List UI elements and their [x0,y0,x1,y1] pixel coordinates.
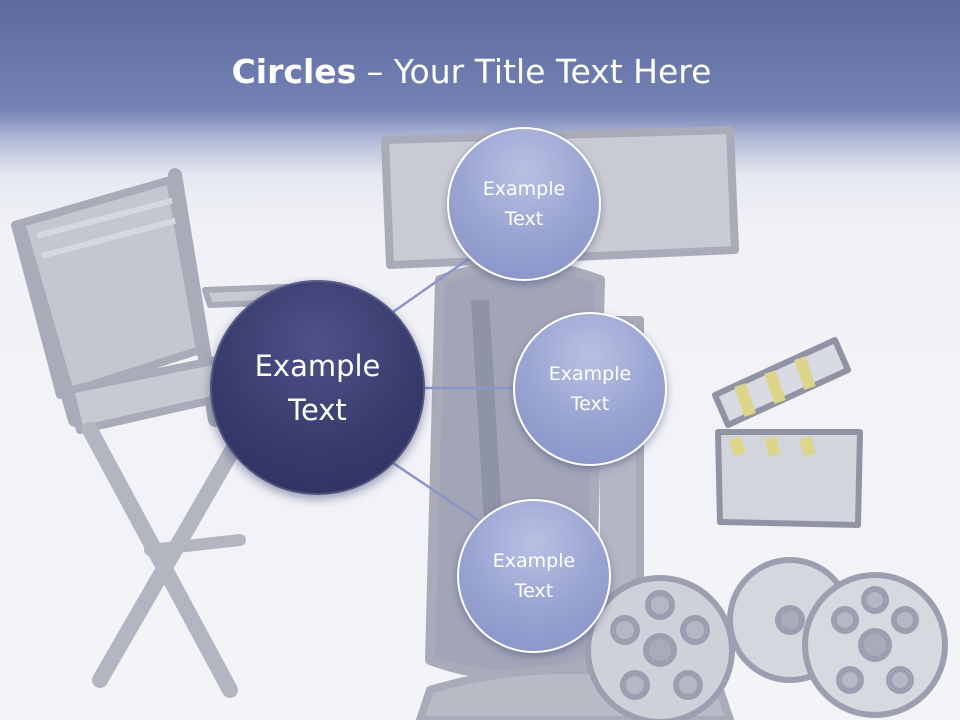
clapperboard-icon [712,337,863,528]
center-circle-label: Example Text [254,348,381,427]
connector-line-bottom [392,461,479,522]
center-circle[interactable]: Example Text [210,280,425,495]
satellite-circle-label: Example Text [548,363,632,415]
satellite-circle-bottom[interactable]: Example Text [457,499,611,653]
connector-line-top [392,256,471,314]
film-reel-icon [585,557,948,720]
satellite-circle-label: Example Text [482,178,566,230]
satellite-circle-label: Example Text [492,550,576,602]
slide-title-bold: Circles [231,52,357,91]
slide-title[interactable]: Circles – Your Title Text Here [0,52,943,91]
satellite-circle-middle[interactable]: Example Text [513,312,667,466]
satellite-circle-top[interactable]: Example Text [447,127,601,281]
slide-title-rest: – Your Title Text Here [356,52,712,91]
